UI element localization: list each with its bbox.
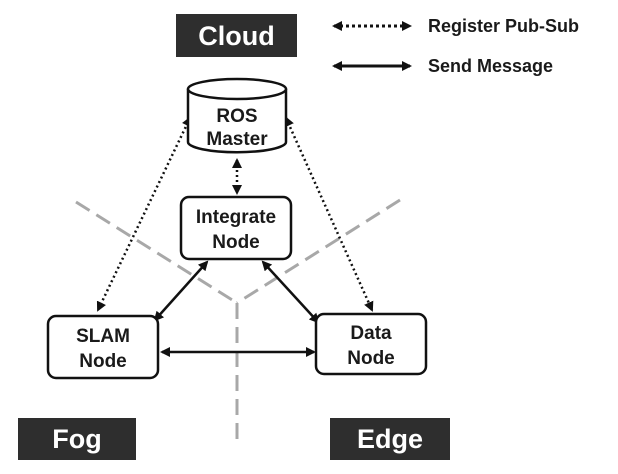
integrate-node: Integrate Node xyxy=(179,195,293,261)
register-connections xyxy=(96,116,374,312)
tier-label-fog: Fog xyxy=(18,418,136,460)
register-master-slam xyxy=(96,116,192,312)
legend-register-label: Register Pub-Sub xyxy=(428,16,579,36)
send-connections xyxy=(153,260,320,357)
data-node-label-line2: Node xyxy=(347,348,395,369)
ros-master-label-line1: ROS xyxy=(216,106,257,127)
legend: Register Pub-Sub Send Message xyxy=(332,16,579,76)
ros-master-node: ROS Master xyxy=(186,77,288,154)
integrate-node-label-line1: Integrate xyxy=(196,207,276,228)
tier-label-fog-text: Fog xyxy=(52,424,101,454)
send-integrate-slam xyxy=(153,260,209,322)
send-integrate-data xyxy=(261,260,320,324)
legend-send-label: Send Message xyxy=(428,56,553,76)
slam-node-label-line2: Node xyxy=(79,351,127,372)
data-node: Data Node xyxy=(314,312,428,376)
slam-node-label-line1: SLAM xyxy=(76,326,130,347)
ros-master-label-line2: Master xyxy=(206,129,268,150)
tier-label-edge-text: Edge xyxy=(357,424,423,454)
tier-label-edge: Edge xyxy=(330,418,450,460)
data-node-label-line1: Data xyxy=(350,323,392,344)
integrate-node-label-line2: Node xyxy=(212,232,260,253)
tier-label-cloud-text: Cloud xyxy=(198,21,274,51)
slam-node: SLAM Node xyxy=(46,314,160,380)
tier-label-cloud: Cloud xyxy=(176,14,297,57)
register-master-data xyxy=(284,116,374,312)
